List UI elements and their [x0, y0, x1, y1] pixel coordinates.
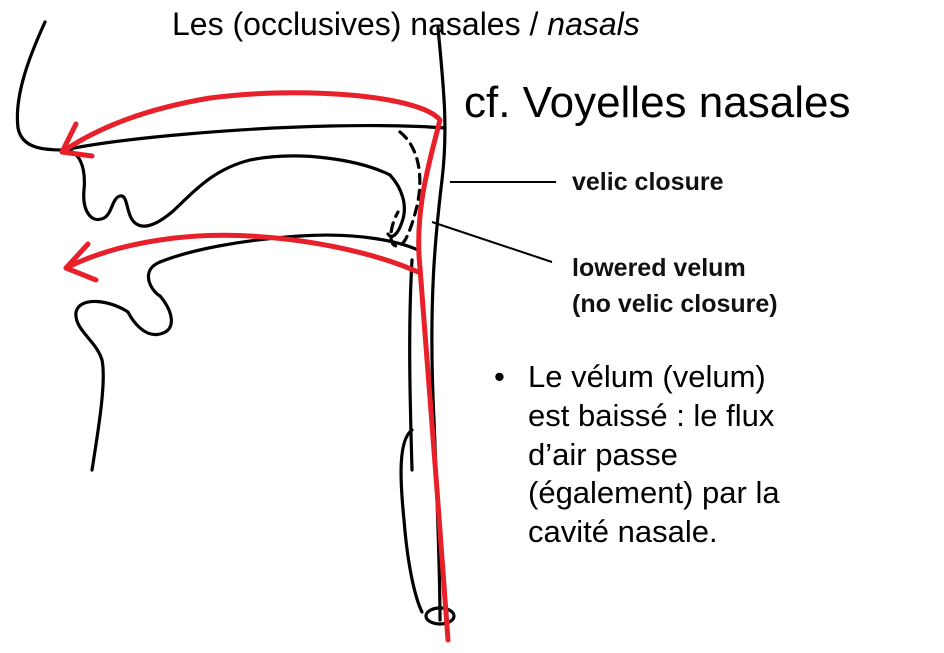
slide-title: Les (occlusives) nasales / nasals — [172, 6, 640, 43]
bullet-line-1: Le vélum (velum) — [528, 358, 858, 397]
face-profile — [17, 22, 64, 150]
title-italic: nasals — [547, 6, 640, 42]
leader-lowered-velum — [432, 222, 552, 262]
slide-subtitle: cf. Voyelles nasales — [464, 78, 850, 128]
upper-lip-teeth — [64, 150, 390, 226]
nasal-floor — [64, 126, 445, 150]
bullet-line-3: d’air passe — [528, 436, 858, 475]
label-velic-closure: velic closure — [572, 168, 723, 197]
pharynx-front — [410, 260, 412, 470]
bullet-text: Le vélum (velum) est baissé : le flux d’… — [528, 358, 858, 552]
title-prefix: Les (occlusives) nasales / — [172, 6, 547, 42]
lower-lip-chin — [76, 296, 171, 470]
bullet-line-5: cavité nasale. — [528, 513, 858, 552]
label-lowered-velum: lowered velum — [572, 254, 746, 283]
tongue — [148, 235, 418, 296]
velum-raised — [391, 132, 420, 246]
bullet-line-4: (également) par la — [528, 474, 858, 513]
bullet-marker: • — [494, 358, 505, 397]
bullet-line-2: est baissé : le flux — [528, 397, 858, 436]
label-no-velic-closure: (no velic closure) — [572, 290, 778, 319]
